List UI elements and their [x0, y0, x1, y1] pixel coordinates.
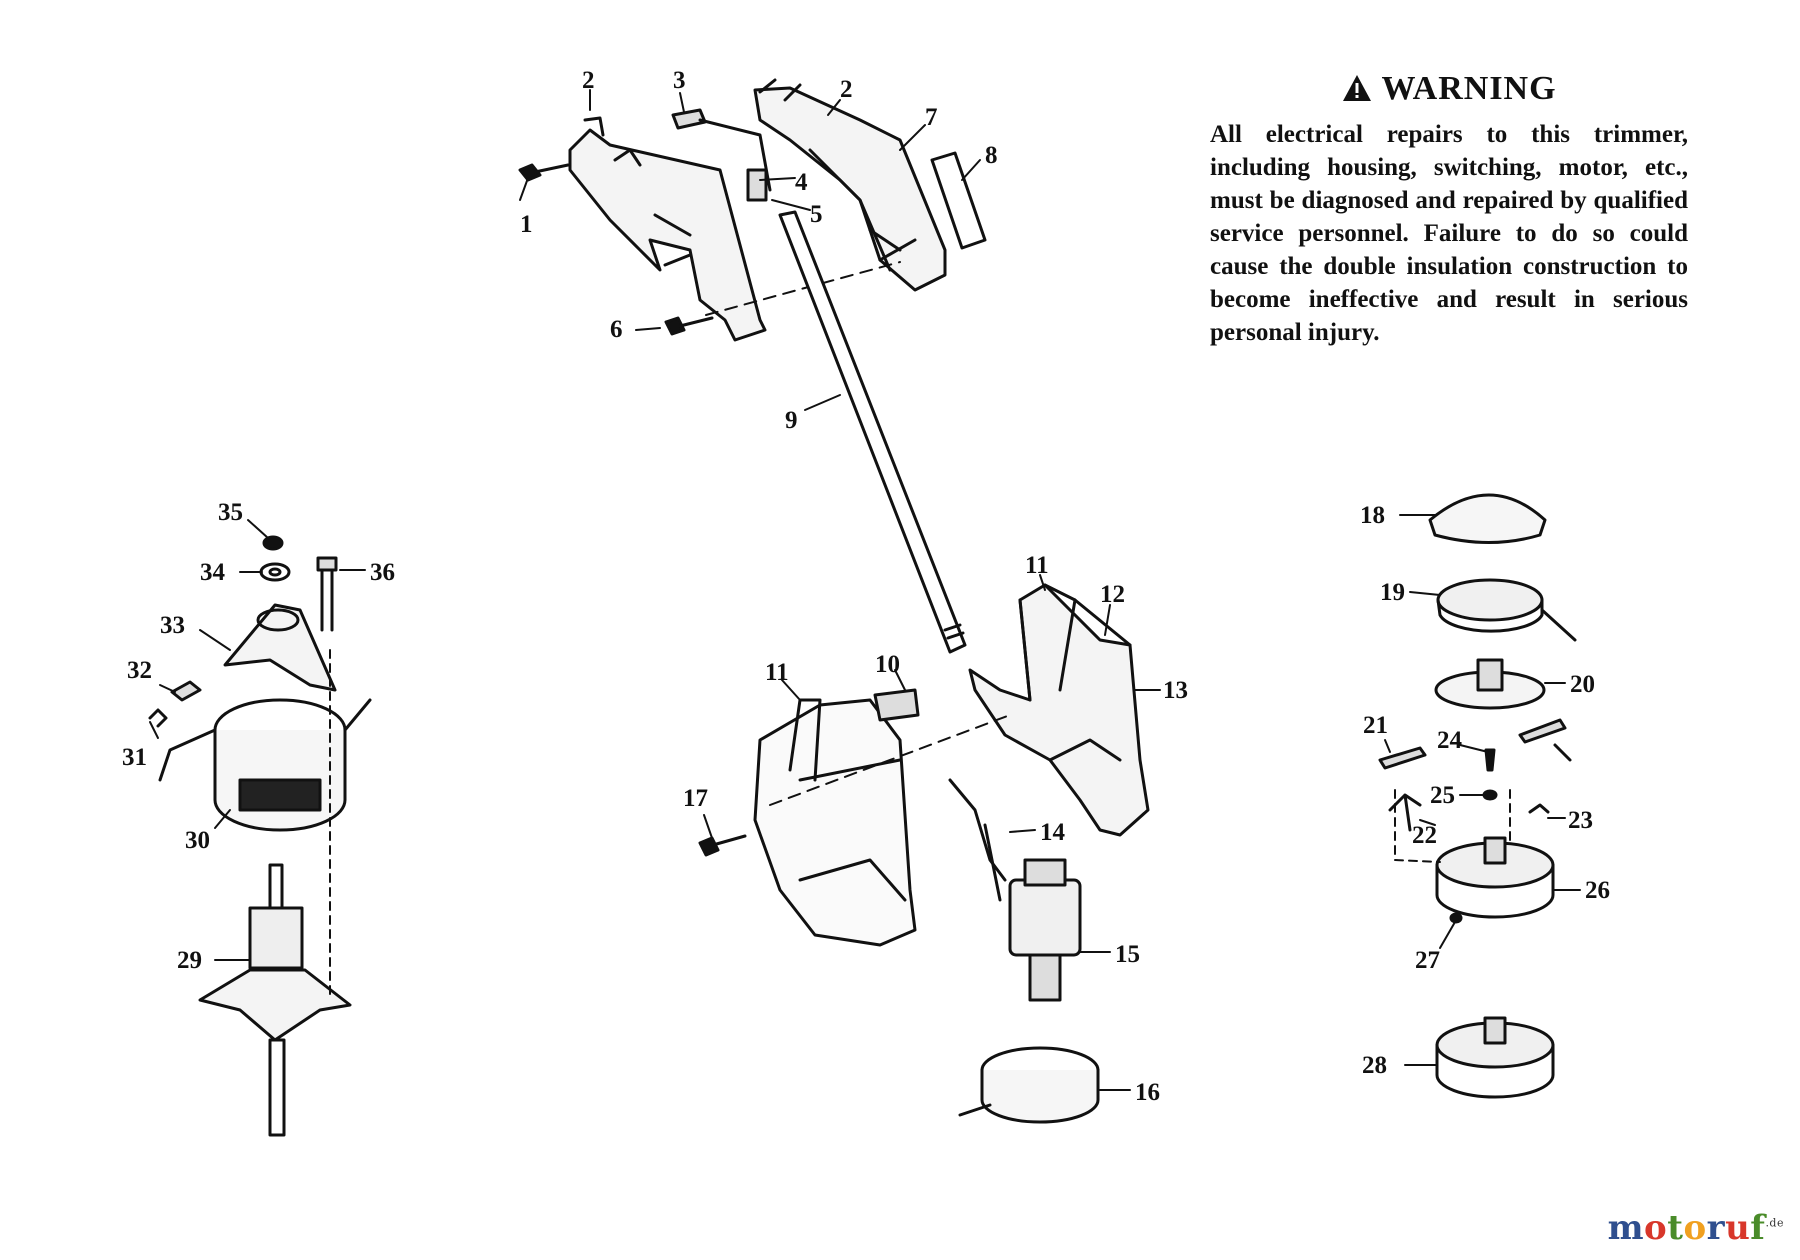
callout-22: 22: [1412, 822, 1437, 849]
warning-triangle-icon: [1341, 73, 1373, 112]
watermark-letter: u: [1725, 1208, 1751, 1248]
armature-29: [198, 863, 352, 1137]
callout-1: 1: [520, 211, 533, 238]
watermark-logo: motoruf.de: [1608, 1208, 1784, 1248]
warning-title: WARNING: [1381, 70, 1557, 107]
assembly-dash-line: [705, 261, 901, 316]
label-plate: [930, 151, 987, 250]
callout-2: 2: [582, 67, 595, 94]
guard-clip: [873, 688, 920, 722]
callout-20: 20: [1570, 671, 1595, 698]
callout-4: 4: [795, 169, 808, 196]
callout-32: 32: [127, 657, 152, 684]
spool-cap-18: [1428, 493, 1547, 544]
warning-heading: WARNING: [1210, 70, 1688, 112]
callout-29: 29: [177, 947, 202, 974]
callout-23: 23: [1568, 807, 1593, 834]
callout-26: 26: [1585, 877, 1610, 904]
spool-hub-20: [1434, 658, 1546, 710]
callout-24: 24: [1437, 727, 1463, 754]
warning-text: All electrical repairs to this trimmer, …: [1210, 121, 1688, 346]
screw-24: [1484, 748, 1496, 772]
callout-7: 7: [925, 104, 938, 131]
callout-25: 25: [1430, 782, 1455, 809]
screw-17: [698, 834, 747, 857]
callout-19: 19: [1380, 579, 1405, 606]
callout-31: 31: [122, 744, 147, 771]
handle-right-half: [753, 78, 947, 292]
washer-34: [259, 562, 291, 582]
spring-31: [148, 708, 168, 728]
watermark-letter: m: [1607, 1208, 1645, 1248]
nut-35: [262, 535, 284, 551]
callout-9: 9: [785, 407, 798, 434]
switch-clip: [746, 168, 768, 202]
housing-28: [1435, 1016, 1555, 1099]
spring-23: [1528, 803, 1550, 814]
callout-8: 8: [985, 142, 998, 169]
watermark-letter: r: [1706, 1208, 1726, 1248]
watermark-letter: f: [1750, 1208, 1766, 1248]
motor: [1008, 858, 1082, 1002]
callout-13: 13: [1163, 677, 1188, 704]
watermark-letter: o: [1644, 1208, 1668, 1248]
bearing-bracket-33: [223, 603, 337, 692]
callout-30: 30: [185, 827, 210, 854]
eyelet-right: [1518, 718, 1572, 762]
callout-16: 16: [1135, 1079, 1160, 1106]
field-stator-30: [158, 698, 372, 832]
callout-34: 34: [200, 559, 226, 586]
callout-11: 11: [765, 659, 789, 686]
callout-11: 11: [1025, 552, 1049, 579]
housing-left-half: [753, 698, 917, 947]
assembly-dash-line: [769, 714, 1011, 806]
callout-10: 10: [875, 651, 900, 678]
callout-36: 36: [370, 559, 395, 586]
brush-32: [170, 680, 202, 702]
callout-21: 21: [1363, 712, 1388, 739]
leader-lines: [149, 89, 1581, 1091]
callout-27: 27: [1415, 947, 1440, 974]
callout-14: 14: [1040, 819, 1066, 846]
line-eyelet-21: [1378, 746, 1427, 770]
callout-6: 6: [610, 316, 623, 343]
callout-numbers: 1 2 2 3 4 5 6 7 8 9 10 11 11 12 13 14 15…: [122, 67, 1610, 1106]
screw-1: [518, 163, 570, 182]
assembly-dash-line: [1394, 789, 1511, 863]
watermark-letter: t: [1667, 1208, 1684, 1248]
housing-26: [1435, 836, 1555, 919]
motor-wires: [948, 778, 1007, 902]
screw-6: [664, 316, 714, 336]
callout-17: 17: [683, 785, 708, 812]
callout-15: 15: [1115, 941, 1140, 968]
callout-5: 5: [810, 201, 823, 228]
bolt-36: [316, 556, 338, 632]
screw-27: [1449, 912, 1463, 924]
spool-16: [958, 1046, 1100, 1124]
callout-35: 35: [218, 499, 243, 526]
housing-right-half: [968, 583, 1150, 837]
callout-12: 12: [1100, 581, 1125, 608]
spool-19: [1436, 578, 1577, 642]
warning-notice: WARNING All electrical repairs to this t…: [1210, 70, 1688, 349]
shaft-tube: [778, 210, 967, 654]
watermark-letter: o: [1683, 1208, 1707, 1248]
callout-3: 3: [673, 67, 686, 94]
callout-2: 2: [840, 76, 853, 103]
handle-left-half: [568, 116, 767, 342]
watermark-suffix: .de: [1765, 1216, 1784, 1230]
callout-33: 33: [160, 612, 185, 639]
callout-18: 18: [1360, 502, 1385, 529]
callout-28: 28: [1362, 1052, 1387, 1079]
